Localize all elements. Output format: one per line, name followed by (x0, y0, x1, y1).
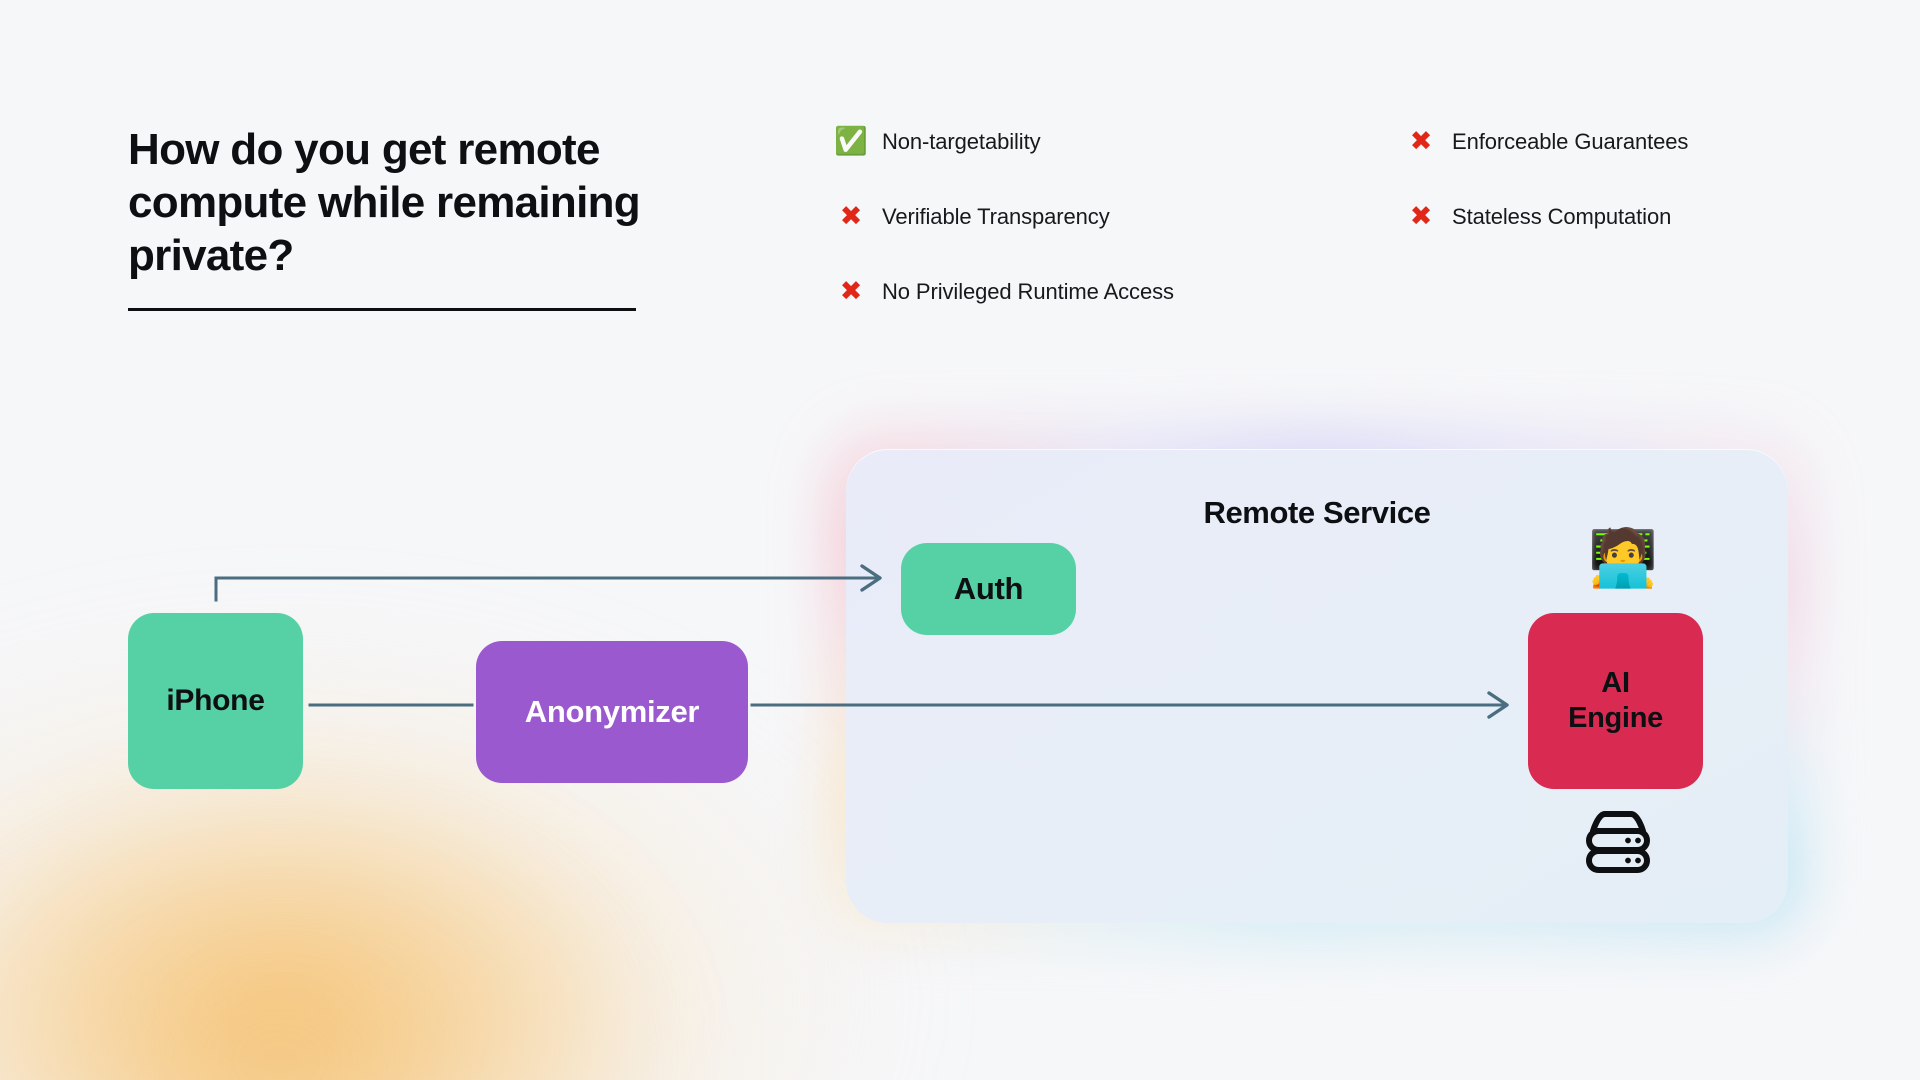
node-ai-engine[interactable]: AI Engine (1528, 613, 1703, 789)
server-led-3 (1625, 857, 1631, 864)
white-check-mark-icon: ✅ (834, 126, 868, 156)
background-glow-amber-core (0, 780, 680, 1080)
server-led-2 (1635, 837, 1641, 844)
wire-iphone-to-auth (214, 576, 879, 602)
server-led-4 (1635, 857, 1641, 864)
node-anonymizer-label: Anonymizer (524, 694, 700, 729)
requirement-item-enforceable-guarantees: ✖ Enforceable Guarantees (1406, 128, 1836, 155)
requirement-item-no-privileged-runtime-access: ✖ No Privileged Runtime Access (836, 278, 1406, 305)
headline-block: How do you get remote compute while rema… (128, 124, 648, 312)
requirement-label: Non-targetability (882, 128, 1041, 154)
page-title: How do you get remote compute while rema… (128, 125, 641, 280)
node-auth-label: Auth (953, 571, 1024, 606)
server-rack-icon (1586, 811, 1650, 873)
node-auth[interactable]: Auth (901, 543, 1076, 635)
requirement-item-verifiable-transparency: ✖ Verifiable Transparency (836, 203, 1406, 230)
requirement-label: Verifiable Transparency (882, 203, 1110, 229)
requirement-item-non-targetability: ✅ Non-targetability (834, 126, 1406, 156)
node-ai-engine-label-line1: AI (1601, 666, 1630, 699)
node-ai-engine-label-line2: Engine (1568, 702, 1663, 734)
requirement-item-stateless-computation: ✖ Stateless Computation (1406, 203, 1836, 230)
node-iphone[interactable]: iPhone (128, 613, 303, 789)
requirements-checklist: ✅ Non-targetability ✖ Verifiable Transpa… (834, 126, 1836, 305)
server-led-1 (1625, 837, 1631, 844)
title-underline (128, 308, 636, 312)
technologist-emoji: 🧑‍💻 (1588, 526, 1658, 589)
requirement-label: No Privileged Runtime Access (882, 278, 1174, 304)
node-iphone-label: iPhone (166, 684, 265, 717)
cross-mark-icon: ✖ (839, 276, 863, 306)
remote-service-title: Remote Service (1203, 495, 1431, 530)
cross-mark-icon: ✖ (839, 201, 863, 231)
cross-mark-icon: ✖ (1409, 201, 1433, 231)
requirement-label: Enforceable Guarantees (1452, 128, 1689, 154)
node-anonymizer[interactable]: Anonymizer (476, 641, 748, 783)
requirement-label: Stateless Computation (1452, 203, 1672, 229)
cross-mark-icon: ✖ (1409, 126, 1433, 156)
